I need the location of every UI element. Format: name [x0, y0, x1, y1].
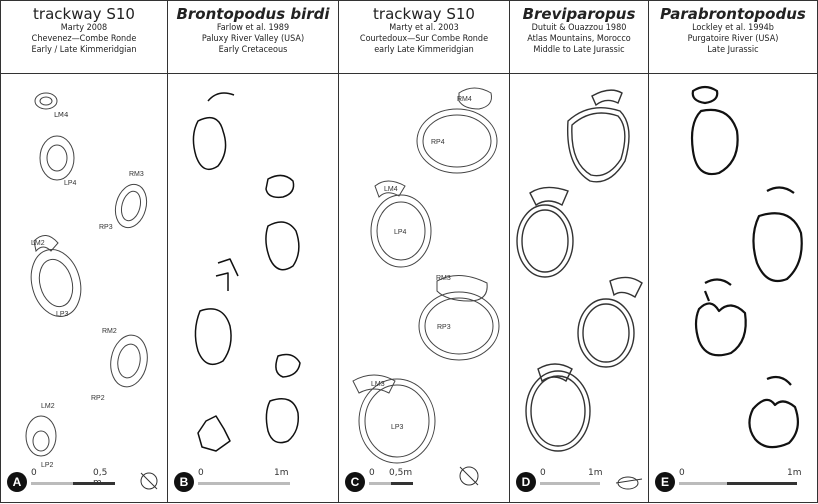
pes-print [526, 371, 590, 451]
pes-print [359, 379, 435, 463]
pes-print [111, 181, 151, 231]
pes-print-inner [33, 431, 49, 451]
scale-zero: 0 [31, 468, 37, 478]
pes-print-inner [583, 304, 629, 362]
panel-letter: A [7, 472, 27, 492]
track-label: LM3 [371, 381, 385, 388]
pes-print-inner [34, 256, 77, 311]
pes-print [753, 213, 801, 281]
pes-print-inner [115, 342, 143, 379]
track-label: RP3 [437, 324, 451, 331]
pes-print [107, 332, 151, 389]
panel-a: trackway S10 Marty 2008 Chevenez—Combe R… [0, 0, 168, 503]
track-label: LM2 [31, 240, 45, 247]
scale-end: 0,5 m [93, 468, 107, 488]
pes-print [696, 303, 746, 355]
pes-print [193, 118, 225, 170]
trackway-drawing [168, 1, 340, 504]
track-label: RP3 [99, 224, 113, 231]
manus-print [705, 279, 731, 301]
pes-print [517, 205, 573, 277]
track-label: RP4 [431, 139, 445, 146]
pes-print [195, 309, 231, 364]
scale-end: 0,5m [389, 468, 412, 478]
pes-print [749, 400, 797, 447]
track-label: RM2 [102, 328, 117, 335]
scale-end: 1m [787, 468, 802, 478]
track-label: RP2 [91, 395, 105, 402]
track-label: RM3 [436, 275, 451, 282]
pes-print [578, 299, 634, 367]
north-arrow-icon [616, 477, 642, 489]
trackway-drawing: RM4 RP4 LM4 LP4 RM3 RP3 LM3 LP3 [339, 1, 511, 504]
manus-print [530, 187, 568, 205]
pes-print [419, 292, 499, 360]
pes-print-inner [425, 298, 493, 354]
pes-print-inner [47, 145, 67, 171]
pes-print [198, 416, 230, 451]
manus-print [208, 93, 234, 101]
manus-print [35, 93, 57, 109]
manus-print [767, 187, 794, 193]
track-label: LM4 [54, 111, 69, 119]
track-label: LP3 [56, 311, 69, 318]
scale-zero: 0 [540, 468, 546, 478]
pes-print-inner [522, 210, 568, 272]
track-label: LP2 [41, 462, 54, 469]
manus-print [693, 87, 718, 103]
pes-print-inner [572, 113, 625, 176]
scale-zero: 0 [198, 468, 204, 478]
pes-print [40, 136, 74, 180]
trackway-drawing [649, 1, 818, 504]
pes-print [266, 222, 299, 270]
scale-zero: 0 [679, 468, 685, 478]
trackway-drawing [510, 1, 650, 504]
panel-e: Parabrontopodus Lockley et al. 1994b Pur… [648, 0, 818, 503]
panel-letter: C [345, 472, 365, 492]
panel-letter: B [174, 472, 194, 492]
pes-print [417, 109, 497, 173]
trackway-drawing: LM4 LP4 RM3 RP3 LM2 LP3 RM2 RP2 LM2 LP2 [1, 1, 169, 504]
track-label: RM4 [457, 96, 472, 103]
panel-letter: E [655, 472, 675, 492]
pes-print [692, 110, 738, 174]
pes-print-inner [118, 189, 143, 223]
track-label: RM3 [129, 171, 144, 178]
track-label: LM4 [384, 186, 398, 193]
panel-b: Brontopodus birdi Farlow et al. 1989 Pal… [167, 0, 339, 503]
north-arrow-icon [141, 473, 157, 489]
manus-print [592, 90, 622, 105]
pes-print-inner [365, 385, 429, 457]
panel-letter: D [516, 472, 536, 492]
manus-print [610, 277, 642, 297]
manus-print [767, 377, 791, 385]
manus-print-inner [40, 97, 52, 105]
pes-print [266, 399, 298, 443]
track-label: LP4 [394, 229, 407, 236]
panel-c: trackway S10 Marty et al. 2003 Courtedou… [338, 0, 510, 503]
scale-end: 1m [274, 468, 289, 478]
track-label: LP3 [391, 424, 404, 431]
manus-print [216, 259, 238, 291]
manus-print [276, 355, 300, 377]
panel-d: Breviparopus Dutuit & Ouazzou 1980 Atlas… [509, 0, 649, 503]
pes-print-inner [531, 376, 585, 446]
manus-print [266, 175, 294, 197]
scale-end: 1m [588, 468, 603, 478]
pes-print [26, 416, 56, 456]
scale-zero: 0 [369, 468, 375, 478]
track-label: LM2 [41, 403, 55, 410]
north-arrow-icon [460, 467, 478, 485]
track-label: LP4 [64, 180, 77, 187]
